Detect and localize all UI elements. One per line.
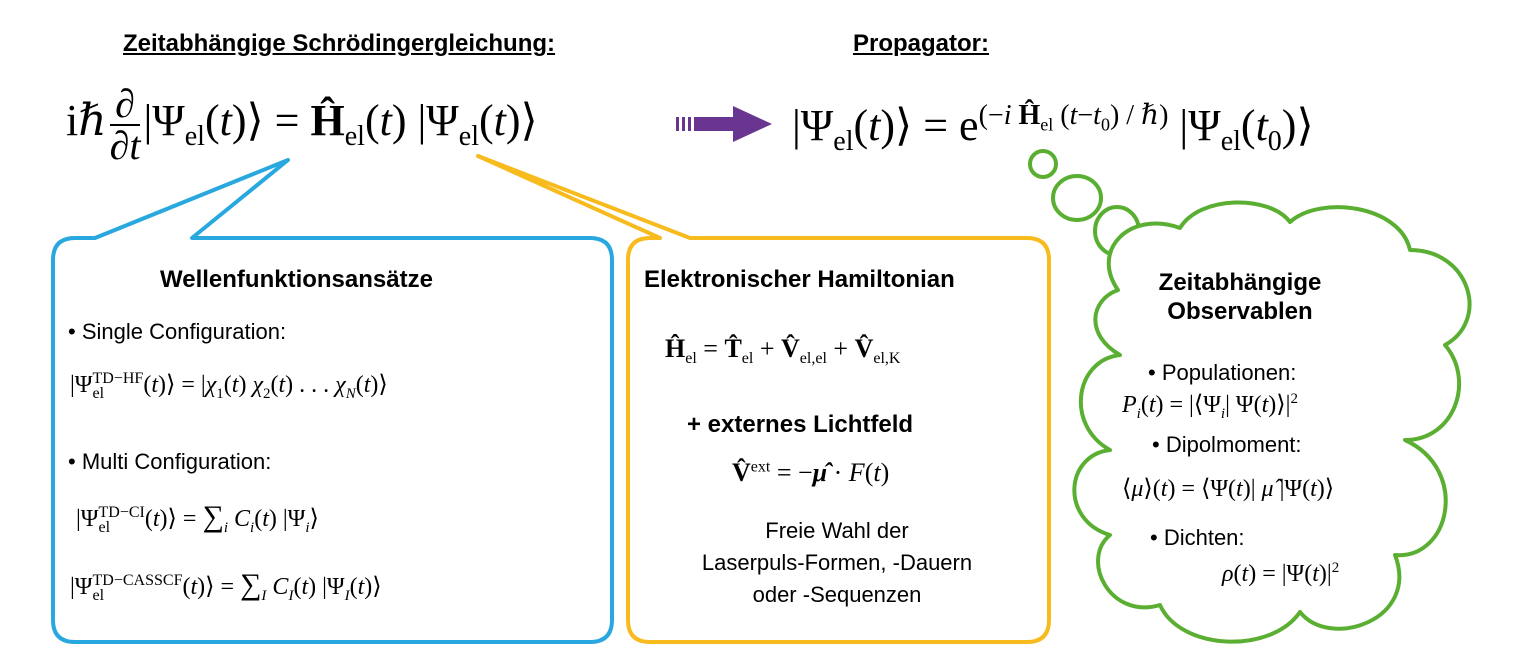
single-config-label: • Single Configuration:: [68, 319, 287, 344]
thought-bubble-medium: [1051, 174, 1103, 222]
populations-equation: Pi(t) = |⟨Ψi| Ψ(t)⟩|2: [1122, 391, 1298, 422]
tdse-equation: iℏ∂∂t|Ψel(t)⟩ = Ĥel(t) |Ψel(t)⟩: [66, 81, 538, 168]
hamiltonian-title: Elektronischer Hamiltonian: [644, 266, 955, 293]
multi-config-label: • Multi Configuration:: [68, 449, 272, 474]
free-choice-line-2: Laserpuls-Formen, -Dauern: [701, 550, 973, 575]
dipole-equation: ⟨μ⟩(t) = ⟨Ψ(t)| μ̂ |Ψ(t)⟩: [1122, 476, 1335, 502]
free-choice-text: Freie Wahl der Laserpuls-Formen, -Dauern…: [638, 515, 1036, 611]
observables-title-line-1: Zeitabhängige: [1158, 269, 1322, 296]
propagation-arrow: [676, 106, 772, 142]
hamiltonian-callout-box: [476, 154, 1051, 644]
free-choice-line-1: Freie Wahl der: [765, 518, 909, 543]
thought-bubble-small: [1028, 149, 1058, 179]
densities-label: • Dichten:: [1150, 525, 1245, 550]
external-field-label: + externes Lichtfeld: [687, 411, 914, 438]
v-ext-equation: V̂ext = −μ̂ · F(t): [732, 458, 890, 487]
observables-title: Zeitabhängige Observablen: [1115, 268, 1365, 326]
wavefunction-callout-box: [51, 158, 614, 644]
propagator-equation: |Ψel(t)⟩ = e(−i Ĥel (t−t0) / ℏ) |Ψel(t0)…: [792, 100, 1314, 157]
observables-cloud: [1072, 200, 1472, 644]
tdse-heading: Zeitabhängige Schrödingergleichung:: [123, 30, 556, 57]
propagator-heading: Propagator:: [853, 30, 990, 57]
free-choice-line-3: oder -Sequenzen: [752, 582, 922, 607]
dipole-label: • Dipolmoment:: [1152, 432, 1302, 457]
populations-label: • Populationen:: [1148, 360, 1297, 385]
observables-title-line-2: Observablen: [1167, 298, 1313, 325]
densities-equation: ρ(t) = |Ψ(t)|2: [1222, 560, 1340, 587]
wavefunction-title: Wellenfunktionsansätze: [160, 266, 433, 293]
hamiltonian-equation: Ĥel = T̂el + V̂el,el + V̂el,K: [665, 334, 901, 368]
